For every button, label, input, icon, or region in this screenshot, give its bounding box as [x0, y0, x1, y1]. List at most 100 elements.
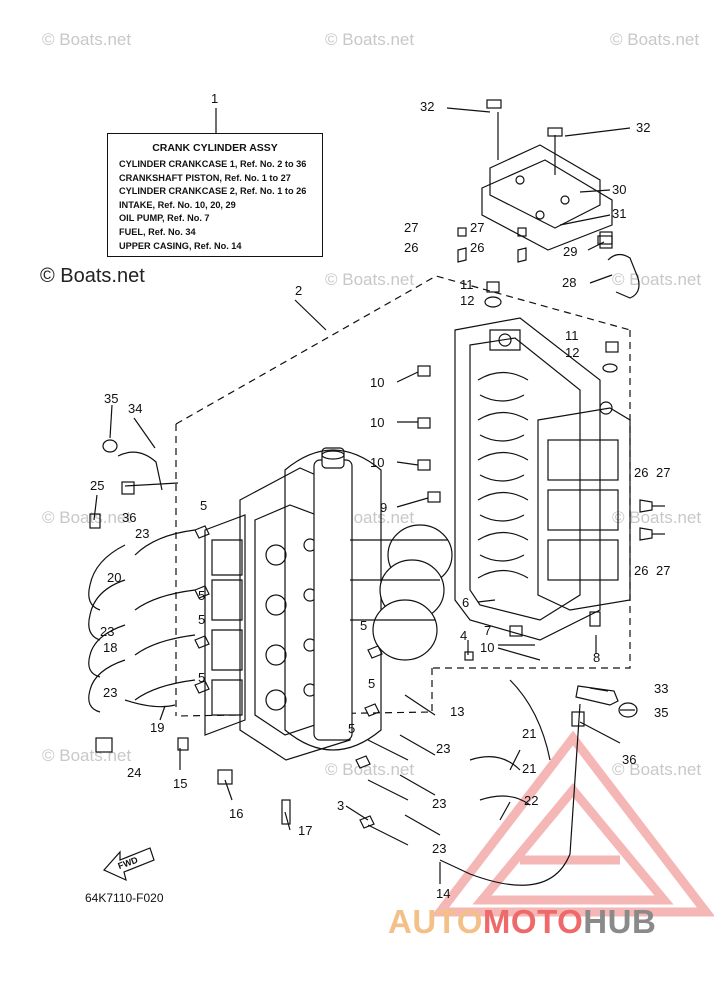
callout-15: 15 — [173, 776, 187, 791]
callout-33: 33 — [654, 681, 668, 696]
callout-32: 32 — [420, 99, 434, 114]
callout-9: 9 — [380, 500, 387, 515]
assembly-list: CYLINDER CRANKCASE 1, Ref. No. 2 to 36 C… — [119, 158, 306, 253]
callout-35: 35 — [104, 391, 118, 406]
callout-22: 22 — [524, 793, 538, 808]
callout-5: 5 — [200, 498, 207, 513]
assembly-line: CRANKSHAFT PISTON, Ref. No. 1 to 27 — [119, 172, 291, 183]
callout-10: 10 — [370, 375, 384, 390]
figure-code: 64K7110-F020 — [85, 891, 164, 905]
callout-35: 35 — [654, 705, 668, 720]
watermark: © Boats.net — [42, 746, 132, 765]
crankshaft-piston — [284, 447, 453, 751]
callout-labels: 1 2 32 32 30 31 27 27 26 26 29 28 11 12 … — [90, 91, 670, 901]
callout-5: 5 — [360, 618, 367, 633]
callout-10: 10 — [370, 455, 384, 470]
callout-4: 4 — [460, 628, 467, 643]
callout-25: 25 — [90, 478, 104, 493]
callout-24: 24 — [127, 765, 141, 780]
callout-23: 23 — [436, 741, 450, 756]
boats-net-logo: © Boats.net — [40, 265, 145, 287]
callout-12: 12 — [460, 293, 474, 308]
watermark: © Boats.net — [325, 270, 415, 289]
watermark: © Boats.net — [325, 30, 415, 49]
callout-5: 5 — [198, 612, 205, 627]
callout-30: 30 — [612, 182, 626, 197]
top-cover — [481, 112, 613, 251]
watermark: © Boats.net — [612, 508, 702, 527]
callout-26: 26 — [634, 465, 648, 480]
callout-8: 8 — [593, 650, 600, 665]
fuel-line-34 — [117, 451, 163, 491]
assembly-line: OIL PUMP, Ref. No. 7 — [119, 213, 210, 224]
assembly-line: UPPER CASING, Ref. No. 14 — [119, 240, 242, 251]
cylinder-crankcase-right — [454, 317, 631, 641]
callout-36: 36 — [622, 752, 636, 767]
callout-21: 21 — [522, 726, 536, 741]
callout-36: 36 — [122, 510, 136, 525]
callout-32: 32 — [636, 120, 650, 135]
callout-7: 7 — [484, 623, 491, 638]
callout-31: 31 — [612, 206, 626, 221]
watermark: © Boats.net — [610, 30, 700, 49]
callout-23: 23 — [100, 624, 114, 639]
callout-16: 16 — [229, 806, 243, 821]
callout-23: 23 — [103, 685, 117, 700]
callout-23: 23 — [432, 841, 446, 856]
hoses-left — [88, 529, 196, 713]
assembly-line: CYLINDER CRANKCASE 2, Ref. No. 1 to 26 — [119, 186, 307, 197]
callout-18: 18 — [103, 640, 117, 655]
callout-10: 10 — [370, 415, 384, 430]
callout-14: 14 — [436, 886, 450, 901]
bracket-28 — [607, 253, 640, 299]
callout-11: 11 — [565, 328, 579, 343]
callout-21: 21 — [522, 761, 536, 776]
assembly-line: FUEL, Ref. No. 34 — [119, 226, 196, 237]
callout-23: 23 — [432, 796, 446, 811]
watermark: © Boats.net — [42, 508, 132, 527]
callout-5: 5 — [368, 676, 375, 691]
callout-1: 1 — [211, 91, 218, 106]
callout-20: 20 — [107, 570, 121, 585]
automotohub-logo: AUTOMOTOHUB — [388, 903, 656, 941]
callout-19: 19 — [150, 720, 164, 735]
watermark: © Boats.net — [612, 270, 702, 289]
callout-27: 27 — [656, 563, 670, 578]
callout-26: 26 — [470, 240, 484, 255]
callout-27: 27 — [656, 465, 670, 480]
callout-5: 5 — [348, 721, 355, 736]
callout-5: 5 — [198, 670, 205, 685]
callout-28: 28 — [562, 275, 576, 290]
watermark: © Boats.net — [612, 760, 702, 779]
callout-34: 34 — [128, 401, 142, 416]
callout-10: 10 — [480, 640, 494, 655]
callout-26: 26 — [634, 563, 648, 578]
logo-part-hub: HUB — [583, 903, 657, 940]
logo-part-moto: MOTO — [482, 903, 584, 940]
callout-5: 5 — [198, 588, 205, 603]
fwd-arrow — [103, 847, 155, 882]
assembly-line: CYLINDER CRANKCASE 1, Ref. No. 2 to 36 — [119, 159, 307, 169]
callout-17: 17 — [298, 823, 312, 838]
hoses-right — [367, 679, 581, 886]
callout-13: 13 — [450, 704, 464, 719]
logo-part-auto: AUTO — [388, 903, 483, 940]
callout-29: 29 — [563, 244, 577, 259]
callout-27: 27 — [470, 220, 484, 235]
small-parts — [89, 99, 665, 829]
callout-12: 12 — [565, 345, 579, 360]
assembly-title: CRANK CYLINDER ASSY — [152, 142, 278, 154]
callout-6: 6 — [462, 595, 469, 610]
callout-2: 2 — [295, 283, 302, 298]
callout-3: 3 — [337, 798, 344, 813]
callout-27: 27 — [404, 220, 418, 235]
callout-26: 26 — [404, 240, 418, 255]
assembly-line: INTAKE, Ref. No. 10, 20, 29 — [119, 199, 236, 210]
callout-11: 11 — [460, 277, 474, 292]
watermark: © Boats.net — [42, 30, 132, 49]
callout-23: 23 — [135, 526, 149, 541]
assembly-legend-box: CRANK CYLINDER ASSY CYLINDER CRANKCASE 1… — [107, 133, 323, 257]
